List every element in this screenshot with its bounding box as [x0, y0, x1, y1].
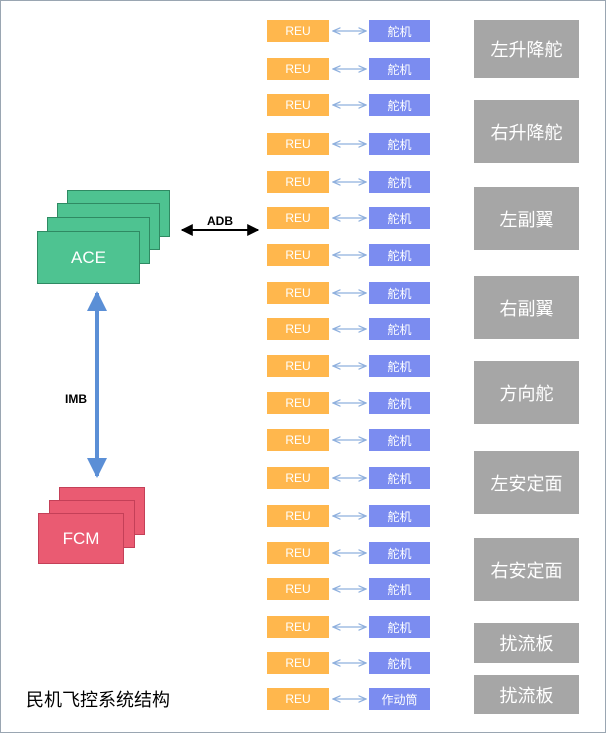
fcm-label: FCM [62, 528, 100, 548]
actuator-box: 舵机 [369, 282, 430, 304]
control-surface-box: 扰流板 [474, 623, 579, 663]
ace-card-front [37, 231, 140, 284]
reu-box: REU [267, 652, 329, 674]
actuator-box: 舵机 [369, 20, 430, 42]
reu-box: REU [267, 171, 329, 193]
actuator-box: 舵机 [369, 429, 430, 451]
fcm-card-front [38, 513, 124, 564]
actuator-box: 舵机 [369, 542, 430, 564]
reu-box: REU [267, 133, 329, 155]
reu-box: REU [267, 20, 329, 42]
actuator-box: 舵机 [369, 94, 430, 116]
adb-bus-label: ADB [207, 214, 233, 228]
imb-bus-label: IMB [65, 392, 87, 406]
reu-box: REU [267, 58, 329, 80]
actuator-box: 作动筒 [369, 688, 430, 710]
reu-box: REU [267, 616, 329, 638]
actuator-box: 舵机 [369, 171, 430, 193]
reu-box: REU [267, 318, 329, 340]
actuator-box: 舵机 [369, 392, 430, 414]
actuator-box: 舵机 [369, 207, 430, 229]
control-surface-box: 扰流板 [474, 675, 579, 714]
control-surface-box: 右副翼 [474, 276, 579, 339]
reu-box: REU [267, 207, 329, 229]
reu-box: REU [267, 688, 329, 710]
actuator-box: 舵机 [369, 616, 430, 638]
reu-box: REU [267, 392, 329, 414]
control-surface-box: 右升降舵 [474, 100, 579, 163]
reu-box: REU [267, 542, 329, 564]
reu-box: REU [267, 244, 329, 266]
reu-box: REU [267, 467, 329, 489]
actuator-box: 舵机 [369, 578, 430, 600]
reu-box: REU [267, 282, 329, 304]
reu-box: REU [267, 505, 329, 527]
reu-box: REU [267, 429, 329, 451]
actuator-box: 舵机 [369, 652, 430, 674]
diagram-caption: 民机飞控系统结构 [26, 690, 170, 710]
reu-box: REU [267, 355, 329, 377]
control-surface-box: 右安定面 [474, 538, 579, 601]
reu-box: REU [267, 94, 329, 116]
actuator-box: 舵机 [369, 133, 430, 155]
actuator-box: 舵机 [369, 467, 430, 489]
actuator-box: 舵机 [369, 318, 430, 340]
control-surface-box: 左升降舵 [474, 20, 579, 78]
control-surface-box: 左副翼 [474, 187, 579, 250]
actuator-box: 舵机 [369, 244, 430, 266]
control-surface-box: 方向舵 [474, 361, 579, 424]
reu-box: REU [267, 578, 329, 600]
control-surface-box: 左安定面 [474, 451, 579, 514]
ace-label: ACE [71, 247, 106, 267]
actuator-box: 舵机 [369, 505, 430, 527]
actuator-box: 舵机 [369, 58, 430, 80]
actuator-box: 舵机 [369, 355, 430, 377]
